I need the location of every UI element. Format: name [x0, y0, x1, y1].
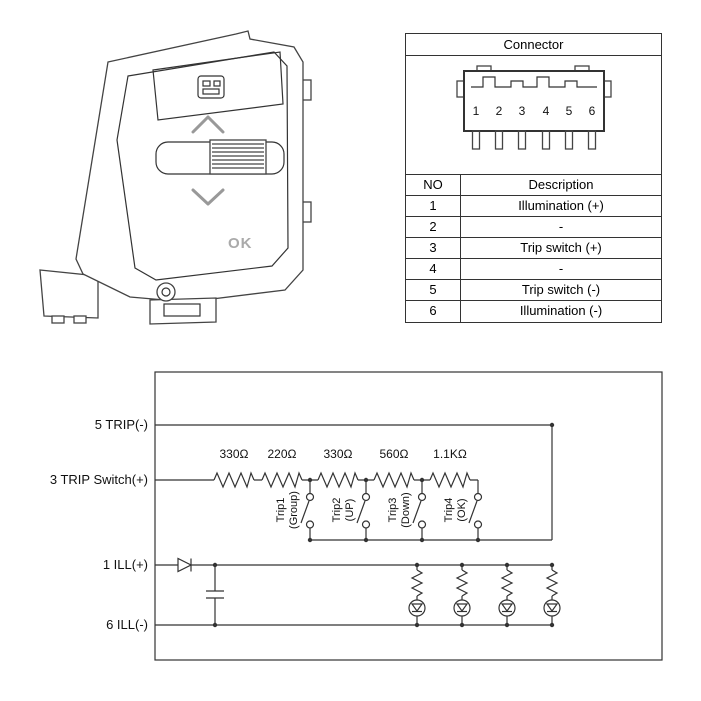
led-symbol [408, 599, 426, 617]
wiring [155, 424, 553, 626]
switch-name-label: Trip4 [443, 498, 455, 523]
connector-diagram: 1 2 3 4 5 6 [455, 65, 612, 150]
switch-body [75, 30, 312, 303]
upper-panel-seam [152, 51, 284, 121]
switch-name-label: Trip2 [331, 498, 343, 523]
diode-symbol [177, 557, 193, 573]
switch-symbol-1: Trip1 (Group) [275, 480, 315, 540]
resistor-symbol [410, 569, 424, 597]
pin-numbers: 1 2 3 4 5 6 [472, 104, 595, 118]
resistor-value-label: 1.1KΩ [433, 447, 467, 461]
resistor-symbol [317, 471, 359, 489]
bottom-connector-tab [149, 297, 217, 325]
pin-number-cell: 2 [406, 217, 461, 237]
menu-button [197, 75, 225, 99]
screw-boss [156, 282, 176, 302]
pin-number: 1 [472, 104, 479, 118]
bezel-outline [116, 51, 289, 281]
switch-symbol-2: Trip2 (UP) [331, 480, 371, 540]
led-symbol [453, 599, 471, 617]
resistor-symbol [545, 569, 559, 597]
switch-symbol-3: Trip3 (Down) [387, 480, 427, 540]
connector-table-header-row: NO Description [406, 175, 661, 196]
led-branch-1 [408, 565, 426, 625]
led-symbol [498, 599, 516, 617]
description-column-header: Description [528, 177, 594, 192]
connector-housing [455, 65, 612, 132]
resistor-value-label: 560Ω [380, 447, 409, 461]
net-label-trip-switch-plus: 3 TRIP Switch(+) [50, 472, 148, 487]
switch-name-label: Trip3 [387, 498, 399, 523]
connector-panel: Connector 1 2 3 4 5 6 [405, 33, 662, 323]
resistor-symbol [429, 471, 471, 489]
pin-description-cell: Illumination (-) [519, 303, 603, 318]
connector-table-row: 6 Illumination (-) [406, 301, 661, 322]
connector-drawing-cell: 1 2 3 4 5 6 [406, 56, 661, 175]
connector-table-row: 5 Trip switch (-) [406, 280, 661, 301]
net-label-ill-minus: 6 ILL(-) [106, 617, 148, 632]
switch-function-label: (Down) [400, 492, 412, 527]
pin-description-cell: Trip switch (-) [521, 282, 601, 297]
resistor-value-label: 330Ω [324, 447, 353, 461]
pin-description-cell: Trip switch (+) [520, 240, 602, 255]
pin-number: 4 [542, 104, 549, 118]
resistor-symbol [213, 471, 255, 489]
connector-table-row: 4 - [406, 259, 661, 280]
no-column-header: NO [406, 175, 461, 195]
led-branch-4 [543, 565, 561, 625]
pin-number: 2 [495, 104, 502, 118]
resistor-value-label: 220Ω [268, 447, 297, 461]
thumbwheel [155, 139, 285, 175]
pin-number-cell: 3 [406, 238, 461, 258]
led-branch-3 [498, 565, 516, 625]
resistor-symbol [500, 569, 514, 597]
resistor-chain: 330Ω 220Ω 330Ω 560Ω 1.1KΩ [213, 447, 471, 489]
ok-button-label: OK [228, 235, 253, 252]
pin-number-cell: 6 [406, 301, 461, 322]
pin-description-cell: Illumination (+) [518, 198, 604, 213]
pin-number: 5 [565, 104, 572, 118]
pin-description-cell: - [558, 219, 564, 234]
connector-table-row: 3 Trip switch (+) [406, 238, 661, 259]
led-symbol [543, 599, 561, 617]
connector-table-row: 2 - [406, 217, 661, 238]
circuit-border [154, 371, 663, 661]
resistor-value-label: 330Ω [220, 447, 249, 461]
circuit-diagram: 5 TRIP(-) 3 TRIP Switch(+) 1 ILL(+) 6 IL… [50, 371, 663, 661]
net-labels: 5 TRIP(-) 3 TRIP Switch(+) 1 ILL(+) 6 IL… [50, 417, 148, 632]
net-label-trip-minus: 5 TRIP(-) [95, 417, 148, 432]
resistor-symbol [373, 471, 415, 489]
net-label-ill-plus: 1 ILL(+) [103, 557, 148, 572]
pin-number-cell: 1 [406, 196, 461, 216]
resistor-symbol [455, 569, 469, 597]
switch-function-label: (UP) [344, 499, 356, 522]
switch-name-label: Trip1 [275, 498, 287, 523]
pin-number-cell: 5 [406, 280, 461, 300]
up-chevron-icon [191, 115, 225, 134]
switch-symbol-4: Trip4 (OK) [443, 480, 483, 540]
pin-number: 3 [518, 104, 525, 118]
pin-number-cell: 4 [406, 259, 461, 279]
pin-number: 6 [588, 104, 595, 118]
pin-legs [471, 130, 596, 150]
resistor-symbol [261, 471, 303, 489]
switch-function-label: (OK) [456, 498, 468, 521]
down-chevron-icon [191, 188, 225, 206]
led-branch-2 [453, 565, 471, 625]
keying-profile [470, 76, 597, 88]
mounting-flap [39, 269, 99, 324]
junction-dots [212, 422, 555, 628]
switch-function-label: (Group) [288, 491, 300, 529]
trip-switch-illustration: OK [39, 30, 312, 325]
connector-table-row: 1 Illumination (+) [406, 196, 661, 217]
connector-panel-title: Connector [406, 34, 661, 56]
pin-description-cell: - [558, 261, 564, 276]
capacitor-symbol [206, 565, 224, 625]
